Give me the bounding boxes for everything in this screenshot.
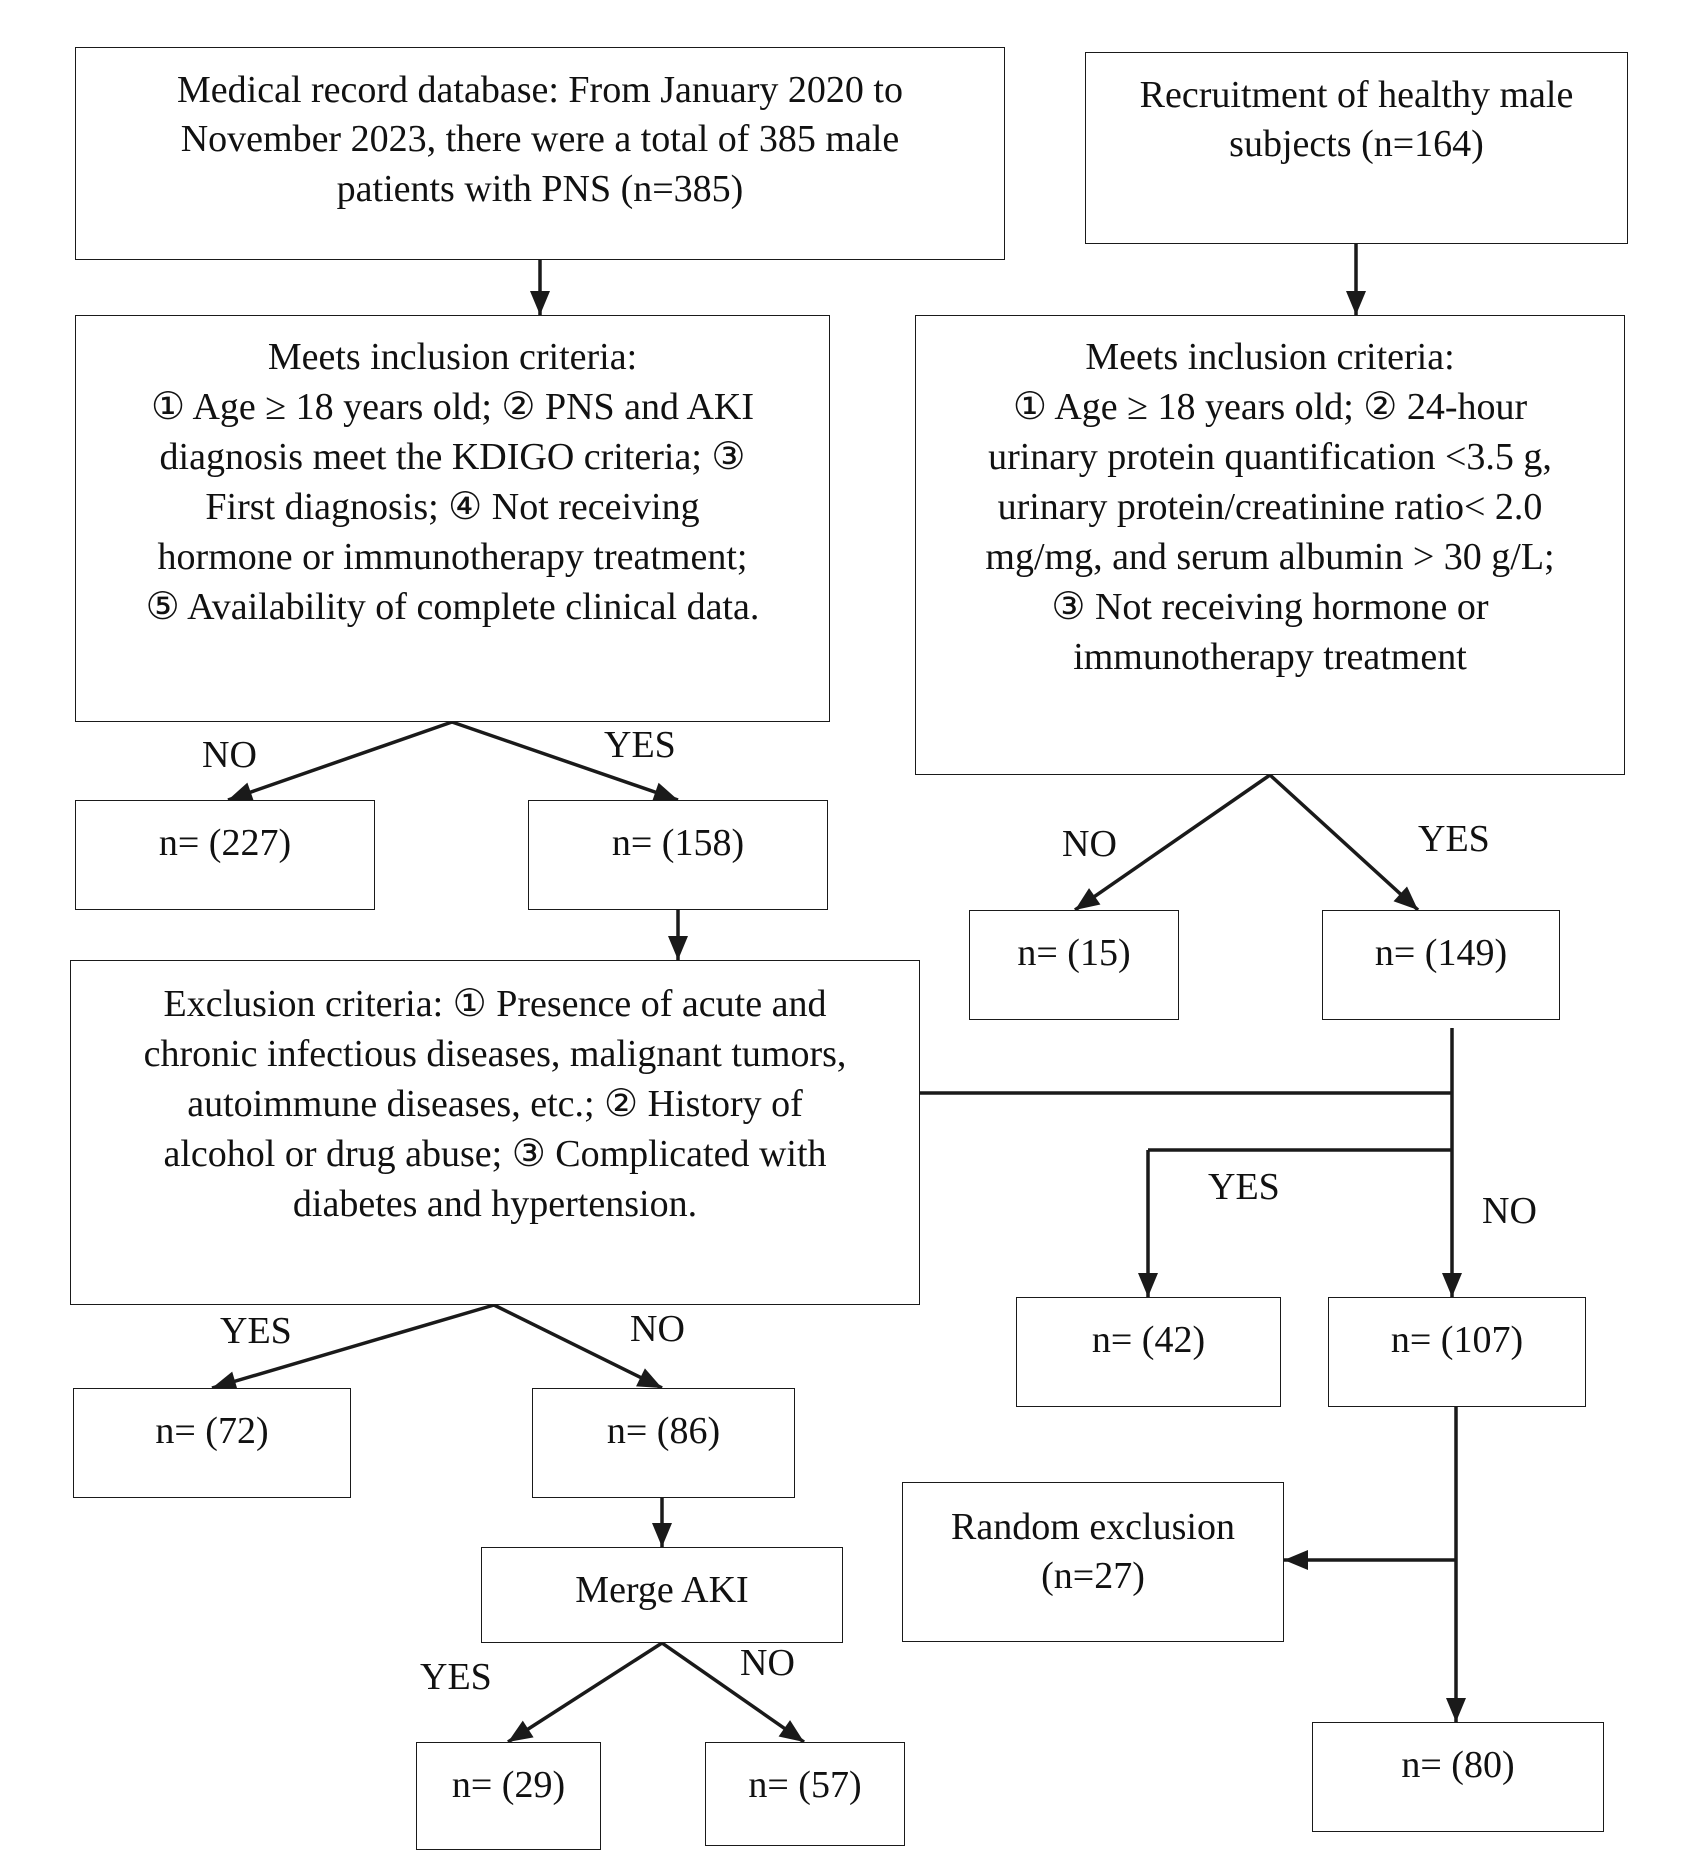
inclusion-left-line-1: Meets inclusion criteria:: [267, 336, 638, 378]
n107-label: n= (107): [1390, 1319, 1524, 1361]
inclusion-left-line-4: First diagnosis; ④ Not receiving: [205, 486, 700, 528]
recruitment-box: Recruitment of healthy male subjects (n=…: [1085, 52, 1628, 244]
arrow-inclusion-right-yes-shaft: [1268, 773, 1420, 912]
arrow-inclusion-right-yes-head: [1393, 886, 1418, 910]
arrow-exclusion-no-shaft: [493, 1303, 663, 1390]
random-exclusion-line-2: (n=27): [1041, 1555, 1145, 1598]
inclusion-left-line-5: hormone or immunotherapy treatment;: [157, 536, 748, 578]
arrow-inclusion-left-yes-head: [652, 782, 678, 802]
inclusion-criteria-left-box: Meets inclusion criteria: ① Age ≥ 18 yea…: [75, 315, 830, 722]
arrow-to-n80-head: [1446, 1698, 1466, 1722]
edge-label-no-exclusion-left: NO: [630, 1308, 685, 1350]
exclusion-line-4: alcohol or drug abuse; ③ Complicated wit…: [163, 1133, 827, 1175]
arrow-n86-to-merge-head: [652, 1523, 672, 1547]
exclusion-line-2: chronic infectious diseases, malignant t…: [143, 1033, 847, 1075]
inclusion-right-line-3: urinary protein quantification <3.5 g,: [988, 436, 1552, 478]
n42-label: n= (42): [1091, 1319, 1206, 1361]
edge-label-yes-inclusion-right: YES: [1418, 818, 1490, 860]
merge-aki-label: Merge AKI: [575, 1569, 749, 1611]
n80-label: n= (80): [1401, 1744, 1515, 1786]
n149-label: n= (149): [1374, 932, 1508, 974]
exclusion-line-1: Exclusion criteria: ① Presence of acute …: [163, 983, 827, 1025]
arrow-to-random-exclusion-head: [1284, 1550, 1308, 1570]
n15-label: n= (15): [1017, 932, 1131, 974]
inclusion-left-line-6: ⑤ Availability of complete clinical data…: [145, 586, 760, 628]
inclusion-left-line-2: ① Age ≥ 18 years old; ② PNS and AKI: [150, 386, 754, 428]
edge-label-yes-inclusion-left: YES: [604, 724, 676, 766]
inclusion-right-line-6: ③ Not receiving hormone or: [1051, 586, 1489, 628]
inclusion-left-line-3: diagnosis meet the KDIGO criteria; ③: [159, 436, 746, 478]
arrow-inclusion-left-no-shaft: [227, 720, 453, 802]
edge-label-no-merge: NO: [740, 1642, 795, 1684]
arrow-exclusion-yes-shaft: [211, 1303, 495, 1390]
n72-label: n= (72): [155, 1410, 269, 1452]
arrow-right-yes-to-n42-head: [1138, 1273, 1158, 1297]
arrow-merge-yes-shaft: [507, 1641, 663, 1744]
edge-label-no-inclusion-right: NO: [1062, 823, 1117, 865]
arrow-merge-no-head: [778, 1720, 804, 1742]
arrow-exclusion-no-head: [636, 1368, 662, 1388]
result-box-n80: n= (80): [1312, 1722, 1604, 1832]
n86-label: n= (86): [606, 1410, 721, 1452]
inclusion-criteria-right-box: Meets inclusion criteria: ① Age ≥ 18 yea…: [915, 315, 1625, 775]
recruitment-line-2: subjects (n=164): [1229, 123, 1484, 166]
exclusion-line-5: diabetes and hypertension.: [292, 1183, 698, 1225]
medical-record-box: Medical record database: From January 20…: [75, 47, 1005, 260]
merge-aki-box: Merge AKI: [481, 1547, 843, 1643]
medical-record-line-2: November 2023, there were a total of 385…: [180, 118, 900, 161]
medical-record-line-3: patients with PNS (n=385): [336, 167, 744, 210]
arrow-n158-to-exclusion-head: [668, 936, 688, 960]
edge-label-yes-exclusion-right: YES: [1208, 1166, 1280, 1208]
arrow-inclusion-right-no-shaft: [1074, 773, 1271, 912]
n29-label: n= (29): [451, 1764, 566, 1806]
edge-label-no-exclusion-right: NO: [1482, 1190, 1537, 1232]
inclusion-right-line-2: ① Age ≥ 18 years old; ② 24-hour: [1012, 386, 1528, 428]
inclusion-right-line-5: mg/mg, and serum albumin > 30 g/L;: [985, 536, 1555, 578]
arrow-medical-to-inclusion-head: [530, 291, 550, 315]
arrow-inclusion-right-no-head: [1075, 888, 1101, 910]
edge-label-yes-exclusion-left: YES: [220, 1310, 292, 1352]
result-box-n227: n= (227): [75, 800, 375, 910]
result-box-n158: n= (158): [528, 800, 828, 910]
arrow-right-no-to-n107-head: [1442, 1273, 1462, 1297]
result-box-n57: n= (57): [705, 1742, 905, 1846]
arrow-merge-yes-head: [508, 1720, 534, 1742]
n227-label: n= (227): [158, 822, 292, 864]
arrow-merge-no-shaft: [660, 1641, 806, 1744]
result-box-n149: n= (149): [1322, 910, 1560, 1020]
random-exclusion-line-1: Random exclusion: [951, 1506, 1235, 1548]
n57-label: n= (57): [748, 1764, 862, 1806]
result-box-n15: n= (15): [969, 910, 1179, 1020]
arrow-exclusion-yes-head: [212, 1371, 238, 1391]
inclusion-right-line-4: urinary protein/creatinine ratio< 2.0: [997, 486, 1543, 528]
recruitment-line-1: Recruitment of healthy male: [1139, 74, 1574, 116]
exclusion-line-3: autoimmune diseases, etc.; ② History of: [187, 1083, 803, 1125]
result-box-n107: n= (107): [1328, 1297, 1586, 1407]
inclusion-right-line-1: Meets inclusion criteria:: [1085, 336, 1455, 378]
arrow-recruitment-to-inclusion-head: [1346, 291, 1366, 315]
random-exclusion-box: Random exclusion (n=27): [902, 1482, 1284, 1642]
result-box-n29: n= (29): [416, 1742, 601, 1850]
result-box-n86: n= (86): [532, 1388, 795, 1498]
result-box-n72: n= (72): [73, 1388, 351, 1498]
exclusion-criteria-box: Exclusion criteria: ① Presence of acute …: [70, 960, 920, 1305]
edge-label-yes-merge: YES: [420, 1656, 492, 1698]
result-box-n42: n= (42): [1016, 1297, 1281, 1407]
arrow-inclusion-left-no-head: [228, 782, 254, 802]
edge-label-no-inclusion-left: NO: [202, 734, 257, 776]
medical-record-line-1: Medical record database: From January 20…: [177, 69, 903, 111]
arrow-inclusion-left-yes-shaft: [451, 720, 679, 802]
inclusion-right-line-7: immunotherapy treatment: [1073, 636, 1467, 678]
n158-label: n= (158): [611, 822, 745, 864]
